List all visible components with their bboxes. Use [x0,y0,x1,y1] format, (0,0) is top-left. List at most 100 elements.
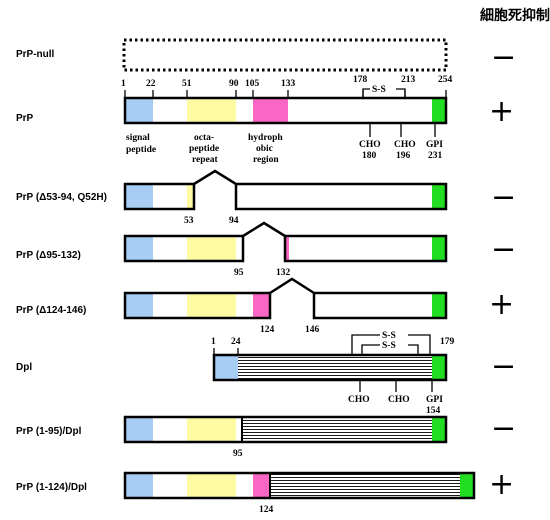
construct-outline [212,353,448,382]
row-label-prp-1-95-dpl: PrP (1-95)/Dpl [16,426,82,437]
position-number: 22 [146,79,156,89]
deletion-outline [123,277,448,320]
deletion-start: 95 [234,268,244,278]
result-symbol: + [489,287,514,322]
construct-outline [123,96,448,125]
construct-outline [123,415,448,444]
gpi-segment [432,236,446,261]
position-number: 105 [245,79,260,89]
result-symbol: + [489,467,514,502]
position-number: 1 [121,79,126,89]
result-symbol: + [489,94,514,129]
result-symbol: − [491,180,516,215]
region-label: peptide [189,144,219,154]
glycosylation-label: CHO [394,140,416,150]
gpi-label: 154 [426,406,441,416]
signal-peptide-segment [125,184,153,209]
gpi-segment [432,98,446,123]
gpi-segment [460,473,474,498]
signal-peptide-segment [125,293,153,318]
signal-peptide-segment [214,355,238,380]
signal-peptide-segment [125,98,153,123]
prp-1-95-dpl-construct [123,415,448,444]
signal-peptide-segment [125,473,153,498]
prp-d124-146-construct [123,277,448,320]
fusion-position: 95 [233,449,243,459]
signal-peptide-segment [125,417,153,442]
hydrophobic-region-segment [285,236,289,261]
region-label: obic [256,144,273,154]
row-label-prp-d124-146: PrP (Δ124-146) [16,305,86,316]
result-symbol: − [491,411,516,446]
position-number: 90 [229,79,239,89]
dpl-body-hatched [270,473,474,498]
prp-construct [123,96,448,125]
prp-d95-132-construct [123,221,448,263]
octapeptide-repeat-segment [187,473,236,498]
octapeptide-repeat-segment [187,236,236,261]
disulfide-bond [361,344,419,355]
glycosylation-label: 180 [362,151,377,161]
dpl-body-hatched [242,417,446,442]
gpi-segment [432,417,446,442]
position-number: 24 [231,337,241,347]
row-label-prp: PrP [16,113,34,124]
gpi-label: GPI [426,395,443,405]
row-label-prp-d95-132: PrP (Δ95-132) [16,250,81,261]
gpi-label: GPI [426,140,443,150]
deletion-outline [123,221,448,263]
column-header: 細胞死抑制 [480,7,550,24]
position-number: 133 [281,79,296,89]
construct-outline [123,471,476,500]
disulfide-label: S-S [372,85,386,95]
position-number: 254 [438,75,453,85]
position-number: 179 [440,337,455,347]
gpi-segment [432,293,446,318]
modification-ticks [369,123,436,137]
row-label-dpl: Dpl [16,362,32,373]
dpl-body-hatched [214,355,446,380]
octapeptide-repeat-segment [187,417,236,442]
prp-d53-94-construct [123,169,448,211]
glycosylation-label: CHO [388,395,410,405]
dpl-construct [212,353,448,382]
deletion-start: 124 [260,325,275,335]
hydrophobic-region-segment [253,473,270,498]
gpi-segment [432,355,446,380]
disulfide-bond [351,334,431,355]
region-label: hydroph [248,133,283,143]
disulfide-bond [362,88,406,98]
gpi-label: 231 [428,151,443,161]
disulfide-label: S-S [382,331,396,341]
position-number: 1 [211,337,216,347]
disulfide-label: S-S [382,341,396,351]
row-label-prp-1-124-dpl: PrP (1-124)/Dpl [16,482,87,493]
hydrophobic-region-segment [253,98,288,123]
octapeptide-repeat-segment [187,293,236,318]
region-label: octa- [194,133,214,143]
row-label-prp-d53-94: PrP (Δ53-94, Q52H) [16,192,107,203]
row-label-prp-null: PrP-null [16,49,55,60]
glycosylation-label: CHO [348,395,370,405]
deletion-end: 94 [229,216,239,226]
position-ticks [213,348,239,355]
region-label: peptide [126,145,156,155]
result-symbol: − [491,232,516,267]
position-number: 213 [401,75,416,85]
glycosylation-label: 196 [396,151,411,161]
octapeptide-repeat-segment [187,98,236,123]
octapeptide-repeat-segment [187,184,194,209]
position-number: 51 [182,79,192,89]
gpi-segment [432,184,446,209]
modification-ticks [359,380,433,392]
deletion-end: 132 [276,268,291,278]
glycosylation-label: CHO [359,140,381,150]
null-construct-box [122,38,448,72]
signal-peptide-segment [125,236,153,261]
region-label: signal [126,133,150,143]
fusion-position: 124 [259,505,274,515]
result-symbol: − [491,40,516,75]
position-number: 178 [353,75,368,85]
deletion-start: 53 [184,216,194,226]
